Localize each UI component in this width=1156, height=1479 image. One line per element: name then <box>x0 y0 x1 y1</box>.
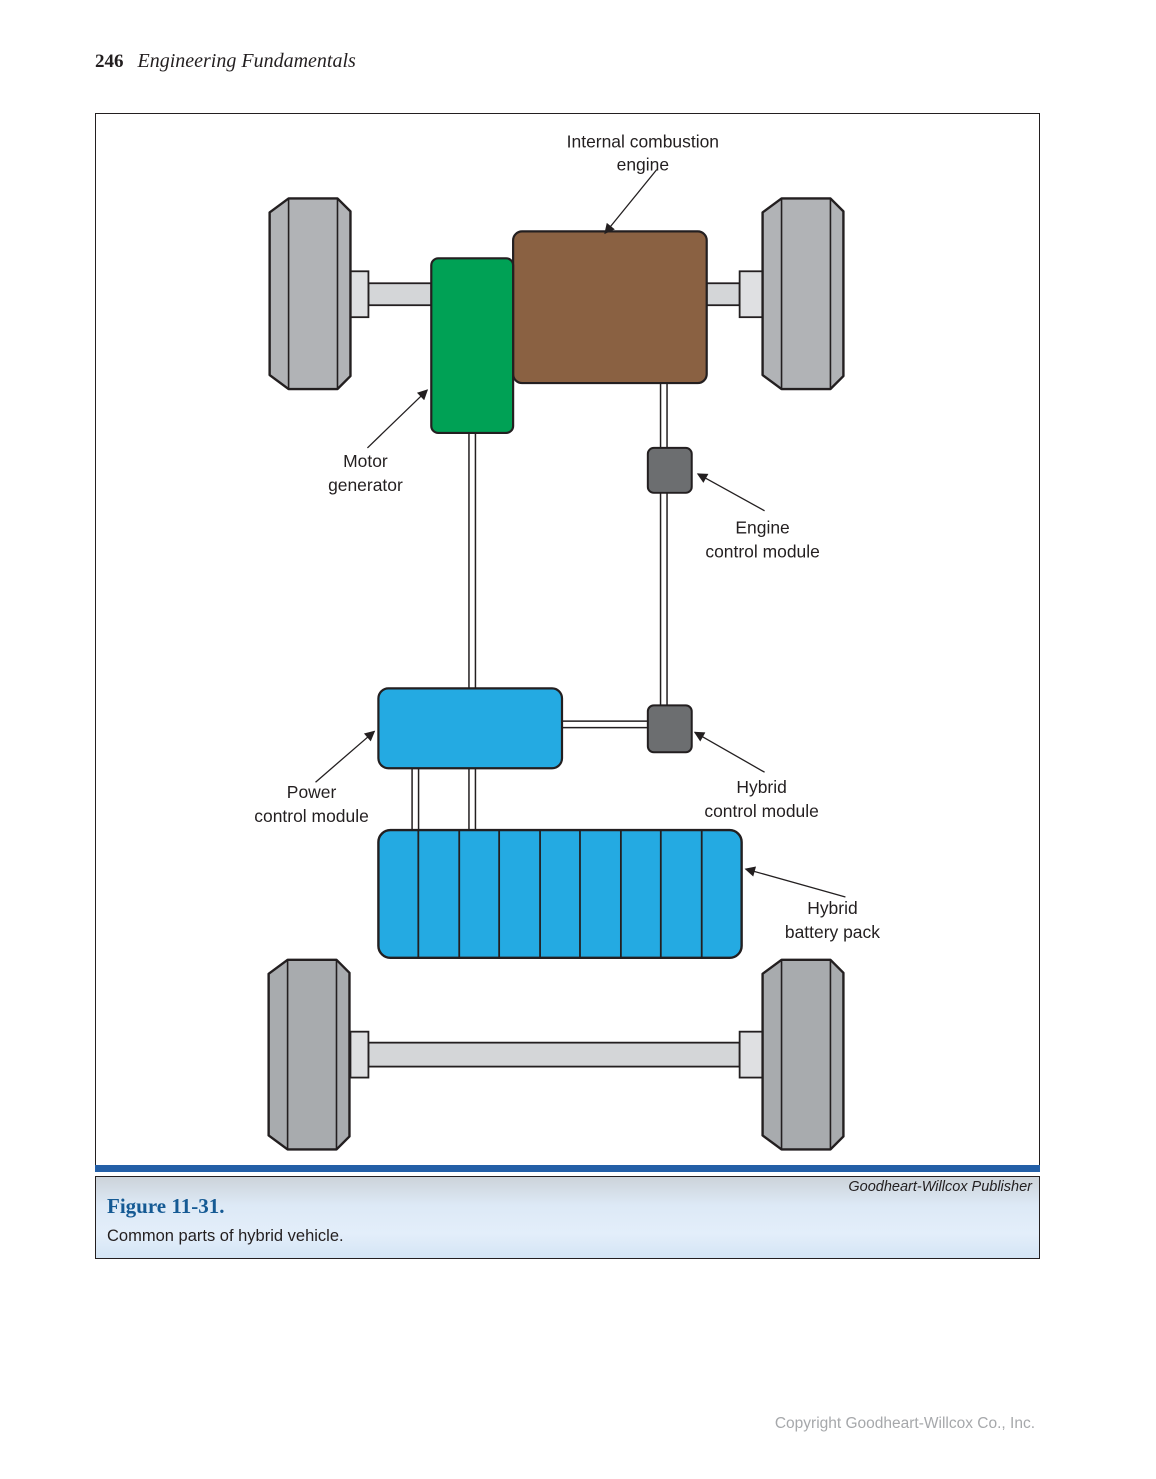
rear-hub-right <box>738 1030 764 1079</box>
arrow-motor-generator <box>366 389 429 449</box>
label-line: Power <box>287 782 337 802</box>
label-line: generator <box>328 475 403 495</box>
label-line: Engine <box>735 518 789 538</box>
figure-number: Figure 11-31. <box>107 1194 225 1218</box>
front-hub-left <box>349 270 370 319</box>
wheel-rear-left <box>267 958 351 1151</box>
engine-box <box>512 230 708 385</box>
page-number: 246 <box>95 51 124 72</box>
engine-control-module-box <box>646 446 693 494</box>
label-line: engine <box>617 154 669 174</box>
figure-caption-block: Goodheart-Willcox Publisher Figure 11-31… <box>95 1176 1040 1259</box>
power-control-module-box <box>377 687 564 770</box>
figure-frame: Internal combustion engine Motor generat… <box>95 113 1040 1166</box>
page-header: 246 Engineering Fundamentals <box>95 50 356 73</box>
arrow-hybrid-battery-pack <box>744 866 846 898</box>
arrow-hybrid-control-module <box>693 731 765 773</box>
front-hub-right <box>738 270 764 319</box>
label-line: Motor <box>343 451 388 471</box>
arrow-internal-combustion-engine <box>604 169 658 235</box>
arrow-engine-control-module <box>696 473 765 512</box>
rear-hub-left <box>349 1030 370 1079</box>
front-axle-shaft-left <box>367 282 433 307</box>
rear-axle-shaft <box>367 1041 741 1068</box>
battery-pack <box>377 828 743 960</box>
hybrid-vehicle-diagram: Internal combustion engine Motor generat… <box>254 132 880 1151</box>
motor-generator-box <box>430 257 515 435</box>
label-line: Internal combustion <box>567 132 719 152</box>
label-line: battery pack <box>785 922 880 942</box>
label-line: Hybrid <box>736 777 786 797</box>
wheel-front-left <box>268 197 352 391</box>
arrow-power-control-module <box>315 730 376 783</box>
book-title: Engineering Fundamentals <box>137 50 356 72</box>
label-line: control module <box>254 806 368 826</box>
figure-divider-bar <box>95 1165 1040 1172</box>
hybrid-control-module-box <box>646 704 693 754</box>
label-internal-combustion-engine: Internal combustion engine <box>567 132 719 175</box>
wheel-rear-right <box>761 958 845 1151</box>
label-motor-generator: Motor generator <box>328 451 403 495</box>
label-engine-control-module: Engine control module <box>705 518 819 562</box>
page-copyright: Copyright Goodheart-Willcox Co., Inc. <box>774 1415 1035 1432</box>
figure-caption: Common parts of hybrid vehicle. <box>107 1227 344 1245</box>
label-power-control-module: Power control module <box>254 782 368 826</box>
label-line: Hybrid <box>807 898 857 918</box>
label-hybrid-battery-pack: Hybrid battery pack <box>785 898 880 942</box>
label-hybrid-control-module: Hybrid control module <box>704 777 818 821</box>
label-line: control module <box>704 801 818 821</box>
figure-credit: Goodheart-Willcox Publisher <box>848 1179 1032 1195</box>
front-axle-shaft-right <box>705 282 741 307</box>
wheel-front-right <box>761 197 845 391</box>
label-line: control module <box>705 542 819 562</box>
